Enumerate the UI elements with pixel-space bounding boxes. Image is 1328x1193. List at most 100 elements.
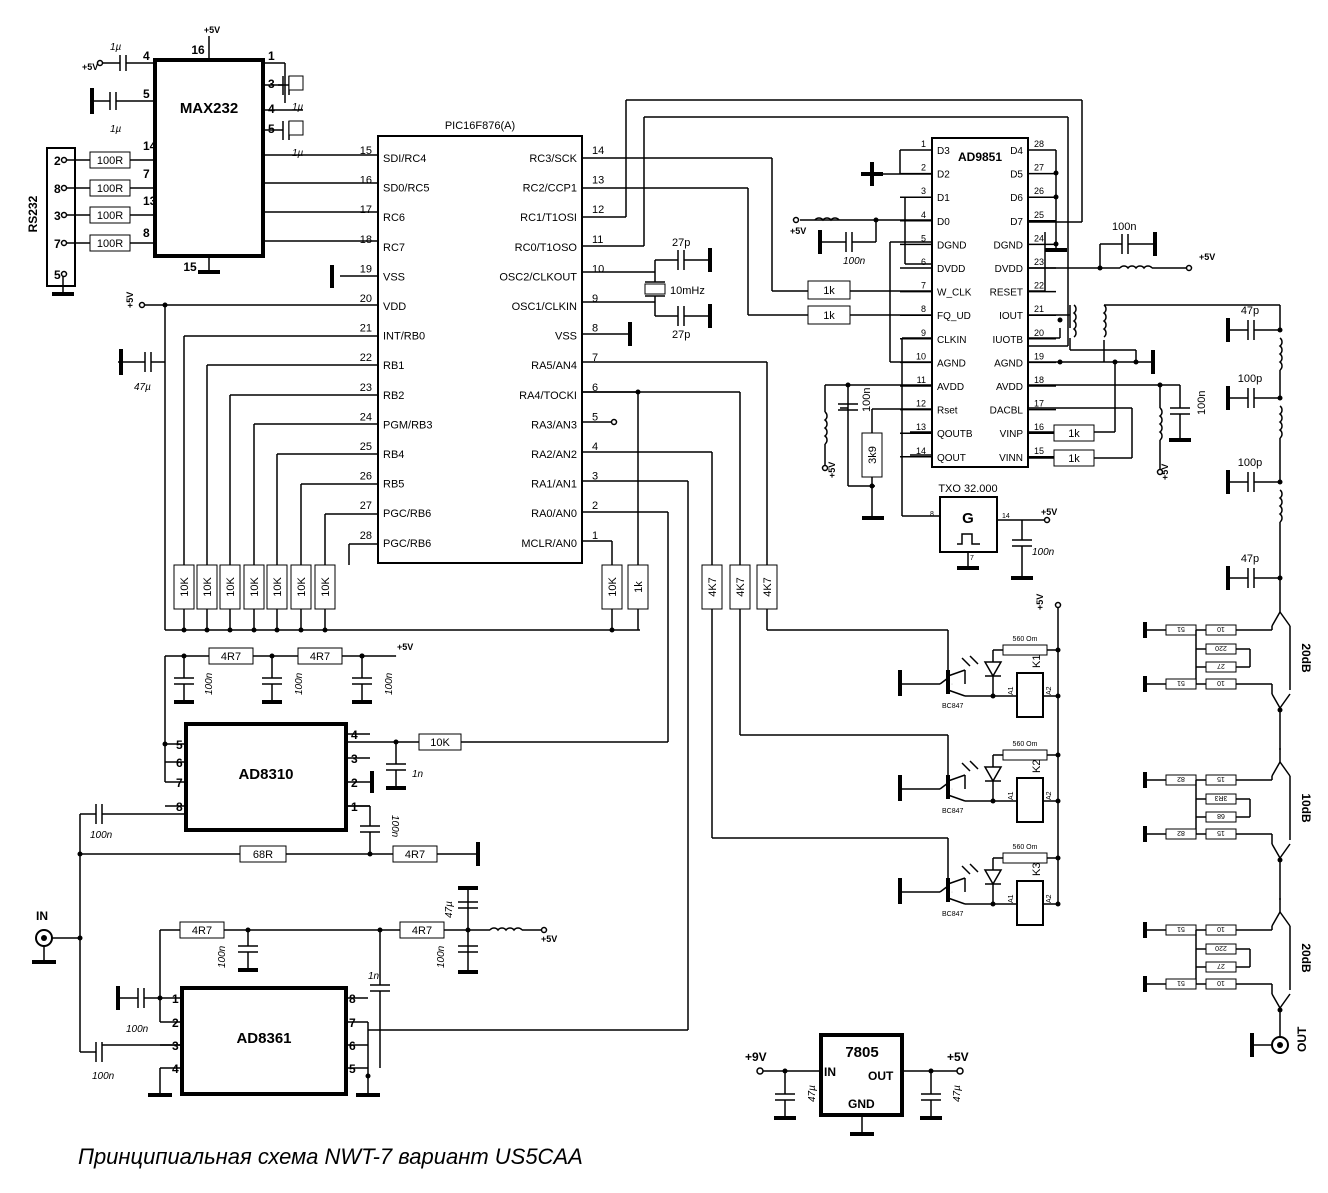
max232-pin-13: 13	[143, 194, 157, 208]
pic-pin-name-7: RA5/AN4	[531, 360, 577, 372]
dds-pin-6: 6	[921, 257, 926, 267]
pic-pin-name-21: INT/RB0	[383, 331, 425, 343]
ad8361-res1: 4R7	[192, 925, 212, 937]
pic-pin-name-26: RB5	[383, 479, 404, 491]
pic-pin-9: 9	[592, 293, 598, 305]
pic-pin-24: 24	[360, 411, 372, 423]
pic-pin-name-11: RC0/T1OSO	[515, 242, 578, 254]
pic-pin-name-10: OSC2/CLKOUT	[499, 271, 577, 283]
rs232-pin-7: 7	[54, 237, 61, 251]
dds-pin-name-8: FQ_UD	[937, 311, 971, 322]
txo-cap: 100n	[1032, 547, 1055, 558]
dds-pin-3: 3	[921, 186, 926, 196]
att-res: 82	[1177, 775, 1185, 782]
pic-pin-name-5: RA3/AN3	[531, 419, 577, 431]
pic-pin-19: 19	[360, 263, 372, 275]
dds-pin-name-23: DVDD	[995, 264, 1023, 275]
relay-pin-a2: A2	[1046, 791, 1053, 800]
dds-pin-name-7: W_CLK	[937, 288, 972, 299]
pic-pin-name-27: PGC/RB6	[383, 508, 431, 520]
dds-pin-name-11: AVDD	[937, 382, 964, 393]
relay-pin-a1: A1	[1008, 894, 1015, 903]
pic-pin-15: 15	[360, 145, 372, 157]
pic-pullup-resistor: 10K	[202, 577, 214, 597]
pic-pullup-resistor: 10K	[296, 577, 308, 597]
relay-resistor: 560 Om	[1013, 636, 1038, 643]
dds-pin-name-14: QOUT	[937, 453, 966, 464]
pic-pullup-resistor: 10K	[179, 577, 191, 597]
pic-mclr-res1: 10K	[607, 577, 619, 597]
ad8361-name: AD8361	[236, 1030, 291, 1047]
ad9851-cap-avdd: 100n	[861, 388, 873, 412]
txo-pin7: 7	[970, 555, 974, 562]
att-res: 10	[1217, 679, 1225, 686]
rs232-resistor: 100R	[97, 238, 123, 250]
lpf-cap: 47p	[1241, 553, 1259, 565]
ad8361-cap6: 1n	[368, 971, 380, 982]
pic-pin-name-28: PGC/RB6	[383, 538, 431, 550]
max232-supply: +5V	[204, 25, 220, 35]
pic-crystal: 10mHz	[670, 285, 705, 297]
dds-pin-name-18: AVDD	[996, 382, 1023, 393]
pic-xtal-cap2: 27p	[672, 329, 690, 341]
att-res: 27	[1217, 662, 1225, 669]
dds-pin-name-19: AGND	[994, 358, 1023, 369]
att-res: 10	[1217, 925, 1225, 932]
max232-pin-bottom: 15	[183, 260, 197, 274]
dds-pin-name-20: IUOTB	[992, 335, 1023, 346]
rs232-resistor: 100R	[97, 155, 123, 167]
regulator-in: IN	[824, 1065, 836, 1079]
pic-pin-26: 26	[360, 471, 372, 483]
pic-pin-name-15: SDI/RC4	[383, 153, 426, 165]
txo-name: TXO 32.000	[938, 483, 997, 495]
dds-pin-4: 4	[921, 210, 926, 220]
regulator-vout: +5V	[947, 1050, 969, 1064]
ad8310-name: AD8310	[238, 766, 293, 783]
dds-pin-22: 22	[1034, 281, 1044, 291]
ad8361-cap2: 100n	[436, 945, 447, 968]
ad8310-chip	[184, 722, 348, 832]
max232-pin-5: 5	[143, 87, 150, 101]
dds-pin-name-24: DGND	[994, 240, 1023, 251]
max232-chip	[153, 58, 265, 258]
max232-pin-1: 1	[268, 49, 275, 63]
ad8361-pin-6: 6	[349, 1039, 356, 1053]
rs232-pin-3: 3	[54, 209, 61, 223]
pic-pin-28: 28	[360, 530, 372, 542]
ad8310-pin-7: 7	[176, 776, 183, 790]
txo-box	[939, 496, 998, 553]
pic-pin-4: 4	[592, 441, 598, 453]
max232-pin-4: 4	[268, 102, 275, 116]
relay-pin-a2: A2	[1046, 686, 1053, 695]
rs232-label: RS232	[26, 195, 40, 232]
pic-pin-name-4: RA2/AN2	[531, 449, 577, 461]
pic-pin-18: 18	[360, 234, 372, 246]
dds-pin-17: 17	[1034, 399, 1044, 409]
dds-pin-16: 16	[1034, 422, 1044, 432]
max232-cap1: 1µ	[110, 42, 122, 53]
relay-drive-resistor: 4K7	[707, 577, 719, 597]
dds-pin-5: 5	[921, 233, 926, 243]
dds-pin-name-5: DGND	[937, 240, 966, 251]
txo-symbol: G	[962, 510, 974, 527]
ad8361-cap3: 100n	[126, 1024, 149, 1035]
max232-pin-top: 16	[191, 43, 205, 57]
ad9851-rset: 3k9	[867, 446, 879, 464]
dds-pin-21: 21	[1034, 304, 1044, 314]
regulator-chip	[819, 1033, 904, 1117]
att-res: 51	[1177, 679, 1185, 686]
max232-pin-8: 8	[143, 226, 150, 240]
dds-pin-name-28: D4	[1010, 146, 1023, 157]
txo-supply: +5V	[1041, 507, 1057, 517]
pic-chip	[377, 135, 583, 564]
ad8361-cap1: 100n	[217, 945, 228, 968]
ad8310-pin-2: 2	[351, 776, 358, 790]
pic-pin-name-13: RC2/CCP1	[523, 183, 577, 195]
pic-pullup-resistor: 10K	[320, 577, 332, 597]
relay-pin-a1: A1	[1008, 791, 1015, 800]
pic-pin-name-22: RB1	[383, 360, 404, 372]
max232-cap2: 1µ	[110, 124, 122, 135]
ad9851-cap-avdd2: 100n	[1196, 391, 1208, 415]
